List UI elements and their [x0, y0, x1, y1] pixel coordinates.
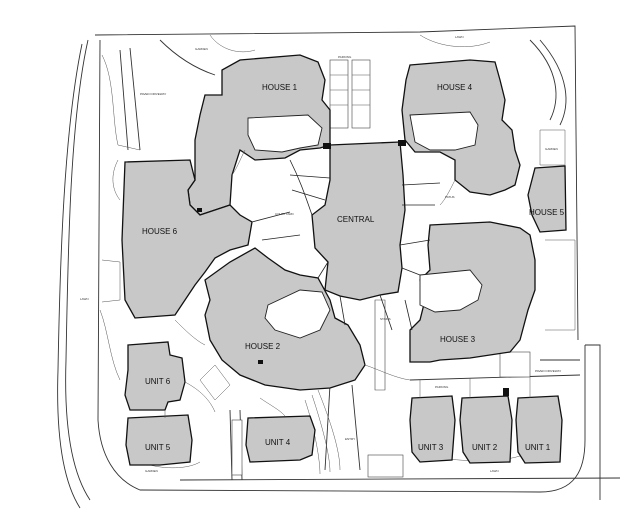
annotation-garden-north: GARDEN — [195, 47, 208, 51]
connector-paths — [164, 149, 531, 418]
annotation-parking-south: PARKING — [435, 385, 449, 389]
small-annotations: PAVED DRIVEWAY GARDEN LAWN PARKING COURT… — [80, 35, 561, 473]
label-house-2: HOUSE 2 — [245, 342, 281, 351]
building-unit-4 — [245, 415, 316, 463]
building-unit-2 — [459, 395, 513, 464]
building-labels: HOUSE 1 HOUSE 4 CENTRAL HOUSE 6 HOUSE 5 … — [142, 83, 565, 452]
label-unit-2: UNIT 2 — [472, 443, 498, 452]
building-unit-3 — [409, 395, 456, 463]
garden-areas — [99, 34, 576, 469]
label-unit-1: UNIT 1 — [525, 443, 551, 452]
annotation-stairs: STAIRS — [380, 317, 391, 321]
annotation-lawn-north: LAWN — [455, 35, 464, 39]
building-unit-5 — [125, 414, 193, 466]
annotation-paved-driveway-west: PAVED DRIVEWAY — [140, 92, 166, 96]
building-house-5 — [527, 165, 567, 233]
label-unit-3: UNIT 3 — [418, 443, 444, 452]
annotation-paths-east: PATHS — [445, 195, 455, 199]
annotation-parking-north: PARKING — [338, 55, 352, 59]
label-unit-4: UNIT 4 — [265, 438, 291, 447]
courtyard-house-4 — [409, 111, 479, 151]
label-unit-6: UNIT 6 — [145, 377, 171, 386]
stair-markers — [197, 140, 509, 396]
building-house-6 — [121, 159, 253, 319]
label-unit-5: UNIT 5 — [145, 443, 171, 452]
building-unit-6 — [124, 341, 186, 411]
building-unit-1 — [515, 395, 563, 464]
building-central — [311, 141, 406, 301]
label-house-5: HOUSE 5 — [529, 208, 565, 217]
courtyard-house-2 — [264, 289, 331, 339]
label-house-3: HOUSE 3 — [440, 335, 476, 344]
label-house-4: HOUSE 4 — [437, 83, 473, 92]
annotation-entry-south: ENTRY — [345, 437, 355, 441]
annotation-lawn-west: LAWN — [80, 297, 89, 301]
courtyard-house-1 — [247, 114, 323, 153]
label-house-1: HOUSE 1 — [262, 83, 298, 92]
annotation-garden-south: GARDEN — [145, 469, 158, 473]
annotation-garden-east: GARDEN — [545, 147, 558, 151]
annotation-courtyard-west: COURTYARD — [275, 212, 295, 216]
annotation-paved-driveway-east: PAVED DRIVEWAY — [535, 369, 561, 373]
courtyard-house-3 — [419, 269, 483, 313]
label-house-6: HOUSE 6 — [142, 227, 178, 236]
annotation-lawn-south: LAWN — [490, 469, 499, 473]
label-central: CENTRAL — [337, 215, 375, 224]
parking-lots — [231, 59, 531, 478]
